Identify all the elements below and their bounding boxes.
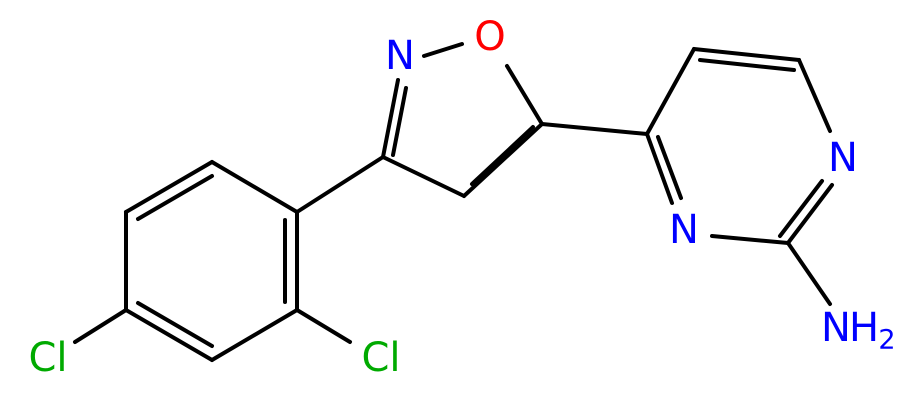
bond-pyr-c2-n3 — [710, 234, 790, 245]
bond-ph-c6-c1 — [210, 160, 299, 214]
bond-c4-cl — [73, 308, 128, 344]
atom-o-isoxazole: O — [474, 14, 505, 60]
bond-pyr-n1-c2 — [786, 183, 834, 245]
atom-n1-pyrimidine: N — [828, 135, 858, 181]
atom-cl-right: Cl — [361, 335, 400, 381]
bond-c5-pyr-c4 — [540, 122, 649, 136]
atom-n-isoxazole: N — [385, 33, 415, 79]
bond-c2-cl — [295, 308, 352, 344]
bond-pyr-c5-c6-inner — [698, 58, 796, 72]
bond-pyr-c5-c6 — [692, 47, 801, 62]
atom-n3-pyrimidine: N — [669, 207, 699, 253]
bond-ph-c3-c4-inner — [136, 301, 214, 348]
atom-n-amine: N — [821, 305, 851, 351]
bond-pyr-c4-c5 — [645, 47, 696, 136]
atom-labels: N O N N N H 2 Cl Cl — [28, 14, 895, 381]
bond-ph-c5-c6 — [124, 160, 214, 214]
atom-h-amine: H — [849, 305, 879, 351]
bond-n-c3 — [381, 78, 400, 159]
bond-ph-c3-c4 — [124, 308, 214, 362]
bond-c4-c5 — [462, 122, 544, 198]
bond-o-c5 — [505, 64, 544, 126]
bond-c4-c5-inner — [470, 125, 535, 186]
bond-pyr-n1-c2-inner — [778, 179, 824, 238]
bond-c3-c4 — [381, 155, 466, 198]
bond-ph-c2-c3 — [210, 308, 299, 362]
bond-ph-c5-c6-inner — [136, 174, 214, 221]
bond-n-c3-inner — [391, 86, 408, 157]
bonds — [73, 42, 834, 362]
bond-o-n — [422, 42, 464, 58]
bond-pyr-c6-n1 — [797, 58, 832, 133]
atom-h-amine-subscript: 2 — [878, 325, 895, 356]
bond-c2-nh2 — [786, 241, 832, 306]
bond-pyr-n3-c4 — [645, 132, 674, 205]
bond-pyr-n3-c4-inner — [656, 135, 683, 200]
bond-c3-phenyl — [295, 155, 385, 214]
atom-cl-left: Cl — [28, 335, 67, 381]
